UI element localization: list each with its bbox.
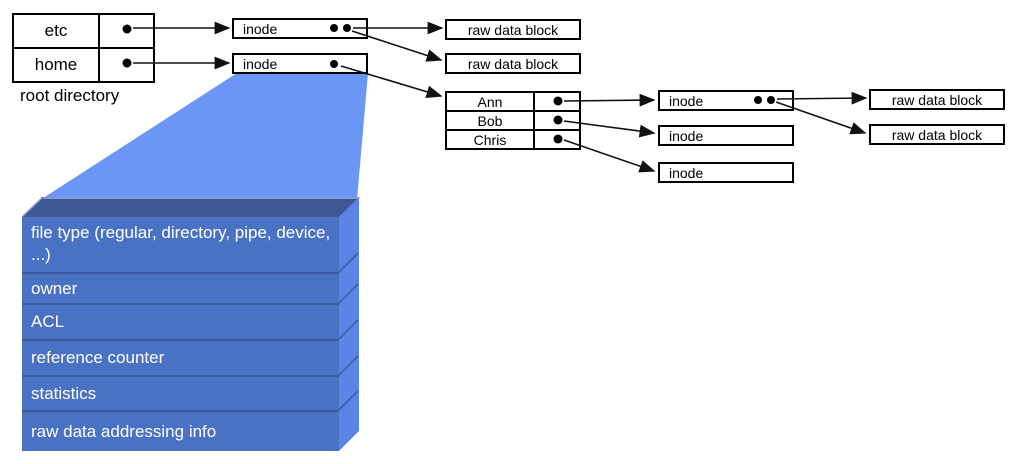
entry-pointer-cell-ann: [535, 93, 579, 110]
raw-data-block-label: raw data block: [891, 91, 983, 108]
entry-name-bob: Bob: [447, 112, 535, 129]
directory-entry-row-bob: Bob: [447, 110, 579, 129]
inode-label: inode: [243, 55, 278, 72]
stack-top-face: [22, 197, 360, 217]
inode-box-ann: inode: [658, 90, 794, 111]
inode-label: inode: [243, 20, 278, 37]
raw-data-block-label: raw data block: [891, 126, 983, 143]
directory-entry-row-home: home: [14, 47, 153, 81]
raw-data-block-3: raw data block: [869, 89, 1005, 110]
entry-name-chris: Chris: [447, 131, 535, 148]
inode-structure-stack: file type (regular, directory, pipe, dev…: [22, 217, 339, 451]
entry-name-home: home: [14, 49, 100, 81]
entry-pointer-cell-bob: [535, 112, 579, 129]
inode-box-etc: inode: [232, 18, 368, 39]
inode-field-reference-counter: reference counter: [22, 339, 339, 375]
stack-right-face: [339, 197, 359, 451]
directory-entry-row-etc: etc: [14, 15, 153, 47]
inode-field-raw-data-addressing: raw data addressing info: [22, 410, 339, 451]
inode-box-home: inode: [232, 53, 368, 74]
raw-data-block-1: raw data block: [445, 19, 581, 40]
inode-field-file-type: file type (regular, directory, pipe, dev…: [22, 217, 339, 272]
directory-entry-row-ann: Ann: [447, 93, 579, 110]
entry-pointer-cell-home: [100, 49, 153, 81]
directory-entry-row-chris: Chris: [447, 129, 579, 148]
inode-field-owner: owner: [22, 272, 339, 303]
inode-box-chris: inode: [658, 162, 794, 183]
inode-field-acl: ACL: [22, 303, 339, 339]
inode-field-statistics: statistics: [22, 375, 339, 410]
raw-data-block-label: raw data block: [467, 55, 559, 72]
stack-right-face-dividers: [338, 252, 359, 411]
entry-pointer-cell-etc: [100, 15, 153, 47]
inode-label: inode: [669, 92, 704, 109]
home-directory-table: Ann Bob Chris: [445, 91, 581, 150]
raw-data-block-label: raw data block: [467, 21, 559, 38]
raw-data-block-2: raw data block: [445, 53, 581, 74]
entry-pointer-cell-chris: [535, 131, 579, 148]
inode-box-bob: inode: [658, 125, 794, 146]
root-directory-caption: root directory: [20, 86, 120, 105]
entry-name-ann: Ann: [447, 93, 535, 110]
root-directory-table: etc home: [12, 13, 155, 83]
raw-data-block-4: raw data block: [869, 124, 1005, 145]
entry-name-etc: etc: [14, 15, 100, 47]
inode-label: inode: [669, 127, 704, 144]
stack-top-left-highlight: [22, 197, 43, 217]
inode-label: inode: [669, 164, 704, 181]
